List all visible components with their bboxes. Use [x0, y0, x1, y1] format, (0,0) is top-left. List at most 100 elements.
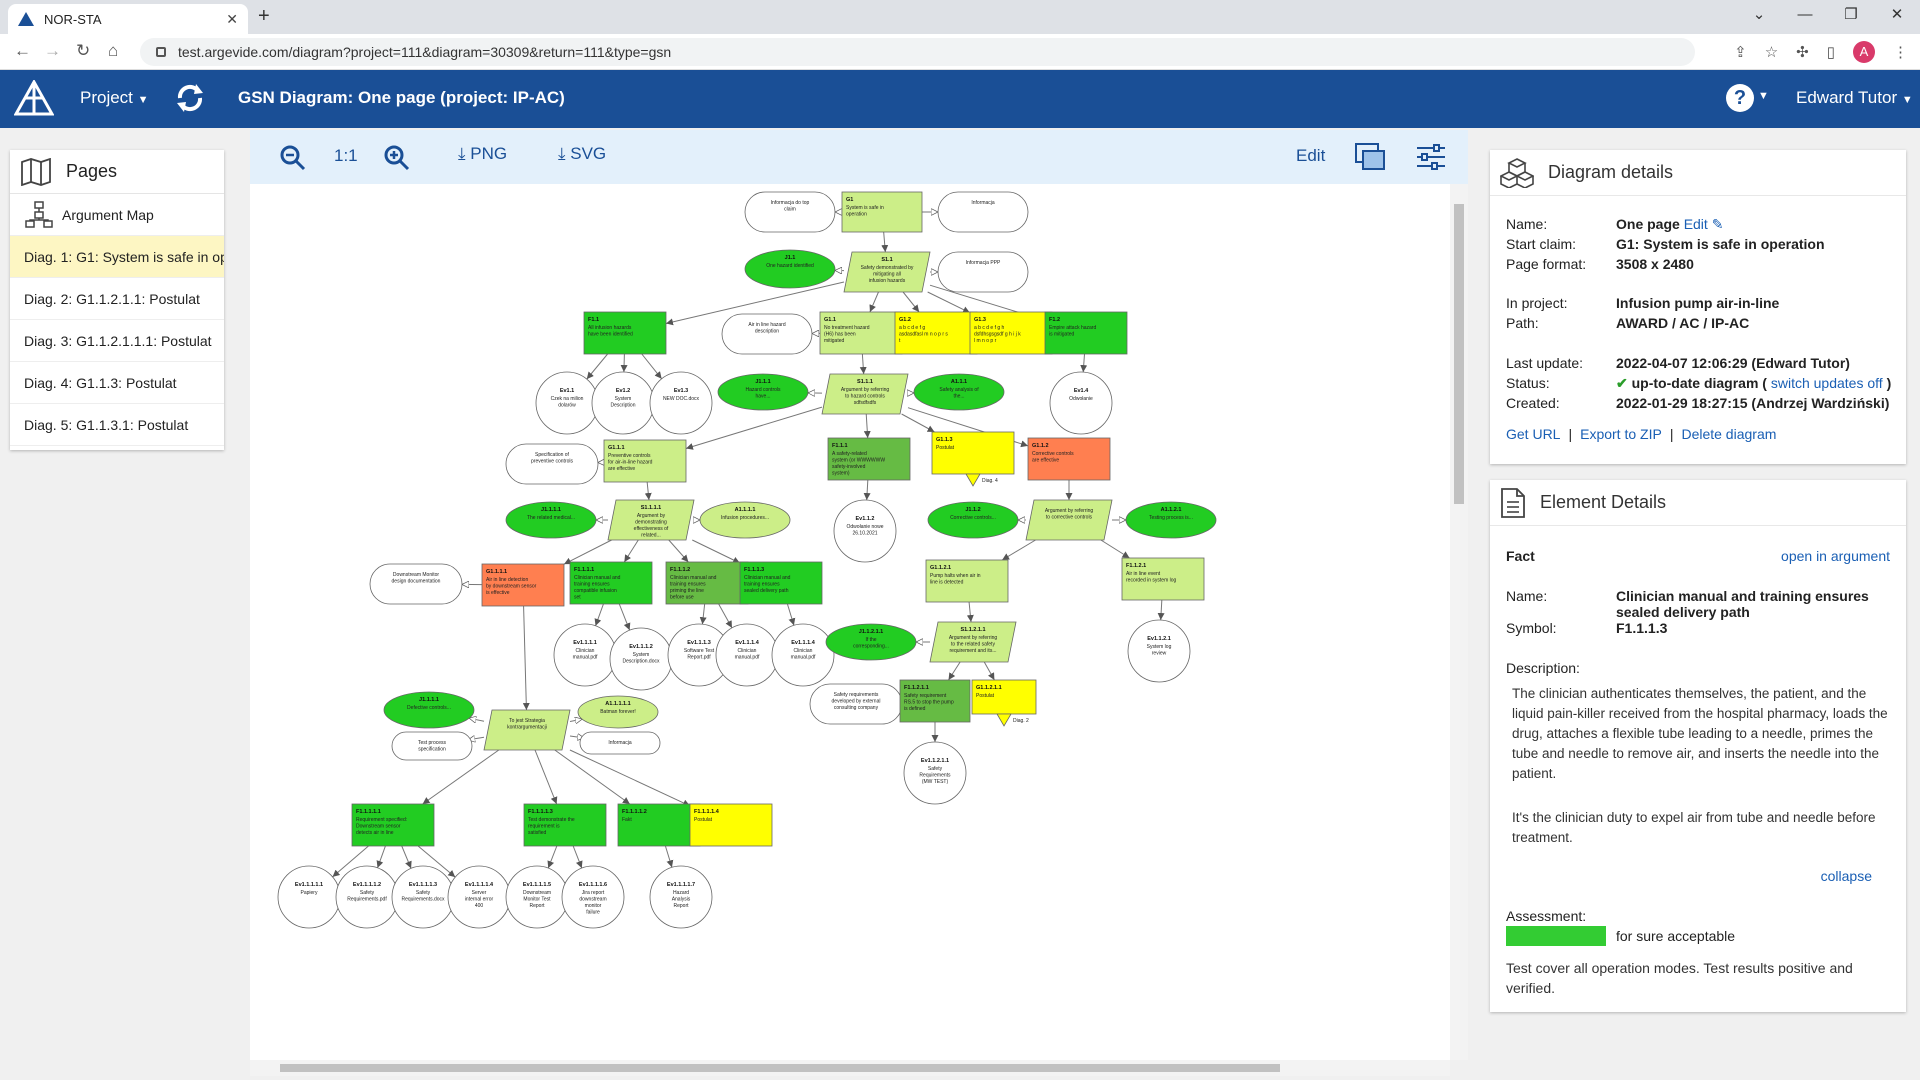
settings-sliders-icon[interactable] [1416, 142, 1446, 172]
switch-updates-off-link[interactable]: switch updates off [1770, 375, 1883, 391]
export-png-button[interactable]: ⤓ PNG [458, 144, 507, 164]
page-item-diag-4[interactable]: Diag. 4: G1.1.3: Postulat [10, 362, 224, 404]
share-icon[interactable]: ⇪ [1734, 44, 1747, 61]
new-tab-icon[interactable]: + [258, 5, 270, 27]
delete-diagram-link[interactable]: Delete diagram [1681, 426, 1777, 442]
page-item-diag-5[interactable]: Diag. 5: G1.1.3.1: Postulat [10, 404, 224, 446]
page-item-diag-1[interactable]: Diag. 1: G1: System is safe in operation [10, 236, 224, 278]
close-tab-icon[interactable]: ✕ [226, 10, 238, 27]
collapse-link[interactable]: collapse [1820, 868, 1872, 884]
zoom-reset-button[interactable]: 1:1 [334, 146, 358, 165]
browser-tab[interactable]: NOR-STA ✕ [8, 4, 248, 34]
gsn-node-infoppp[interactable]: Informacja PPP [937, 251, 1029, 293]
layers-icon[interactable] [1354, 142, 1386, 172]
gsn-node-info2[interactable]: Informacja [937, 191, 1029, 233]
minimize-icon[interactable]: — [1797, 6, 1813, 23]
sync-icon[interactable] [172, 80, 208, 116]
horizontal-scroll-thumb[interactable] [280, 1064, 1280, 1072]
restore-icon[interactable]: ❐ [1844, 6, 1858, 23]
vertical-scrollbar[interactable] [1450, 184, 1468, 1060]
page-item-diag-3[interactable]: Diag. 3: G1.1.2.1.1.1: Postulat [10, 320, 224, 362]
sidebar-icon[interactable]: ▯ [1826, 44, 1835, 61]
export-svg-button[interactable]: ⤓ SVG [558, 144, 606, 164]
get-url-link[interactable]: Get URL [1506, 426, 1561, 442]
help-icon[interactable]: ? [1726, 84, 1754, 112]
page-item-diag-2[interactable]: Diag. 2: G1.1.2.1.1: Postulat [10, 278, 224, 320]
diagram-page-tag[interactable]: Diag. 4 [982, 478, 998, 484]
help-caret-icon[interactable]: ▼ [1758, 90, 1769, 102]
gsn-node-infoz[interactable]: Informacja [579, 731, 661, 755]
user-menu[interactable]: Edward Tutor ▼ [1796, 88, 1913, 108]
url-field[interactable]: test.argevide.com/diagram?project=111&di… [140, 38, 1695, 66]
vertical-scroll-thumb[interactable] [1454, 204, 1464, 504]
horizontal-scrollbar[interactable] [250, 1060, 1450, 1076]
forward-icon[interactable]: → [44, 41, 61, 60]
tab-search-icon[interactable]: ⌄ [1752, 6, 1766, 23]
back-icon[interactable]: ← [14, 41, 31, 60]
zoom-in-icon[interactable] [384, 145, 410, 171]
nor-sta-brand-icon[interactable] [14, 80, 54, 116]
zoom-out-icon[interactable] [280, 145, 306, 171]
browser-menu-icon[interactable]: ⋮ [1893, 44, 1908, 61]
close-window-icon[interactable]: ✕ [1890, 6, 1904, 23]
reload-icon[interactable]: ↻ [76, 41, 91, 60]
bookmark-star-icon[interactable]: ☆ [1764, 44, 1779, 61]
gsn-node-j11211[interactable]: J1.1.2.1.1If thecorresponding... [825, 623, 917, 661]
gsn-node-g11[interactable]: G1.1No treatment hazard(H6) has beenmiti… [819, 311, 903, 355]
